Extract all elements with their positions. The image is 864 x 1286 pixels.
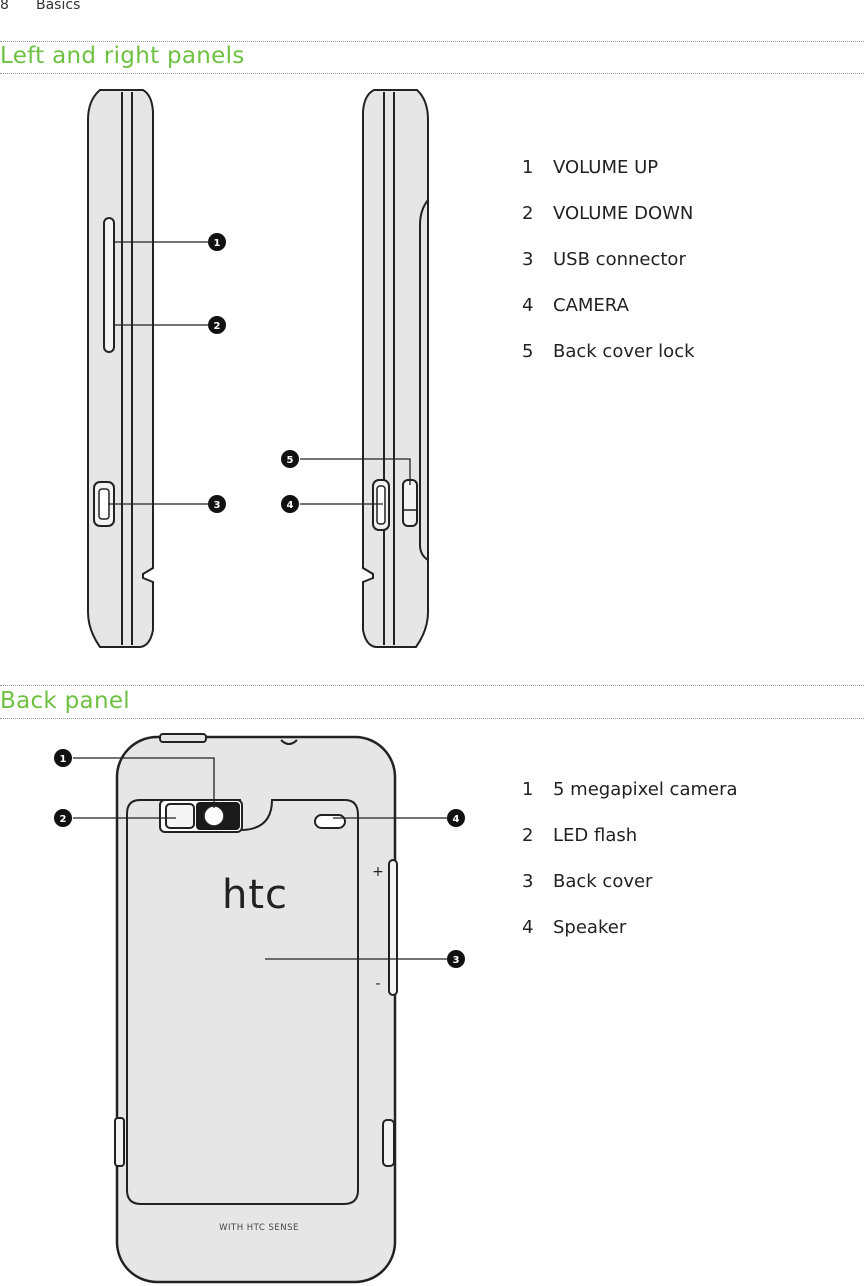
svg-text:3: 3 xyxy=(453,955,460,966)
volume-minus-mark: - xyxy=(375,976,380,992)
legend-item: 4 CAMERA xyxy=(522,295,695,341)
volume-rocker xyxy=(388,859,398,996)
legend-label: LED flash xyxy=(553,825,638,846)
svg-text:2: 2 xyxy=(214,321,221,332)
callout-marker-1: 1 xyxy=(208,233,226,251)
callout-marker-1: 1 xyxy=(54,749,72,767)
usb-connector xyxy=(114,1117,125,1167)
legend-label: VOLUME DOWN xyxy=(553,203,694,224)
svg-text:3: 3 xyxy=(214,500,221,511)
legend-item: 1 5 megapixel camera xyxy=(522,779,738,825)
legend-item: 4 Speaker xyxy=(522,917,738,963)
volume-rocker xyxy=(103,217,115,353)
callout-marker-2: 2 xyxy=(208,316,226,334)
legend-item: 3 USB connector xyxy=(522,249,695,295)
svg-text:1: 1 xyxy=(60,754,67,765)
back-caption: WITH HTC SENSE xyxy=(219,1223,299,1233)
callout-marker-3: 3 xyxy=(208,495,226,513)
side-panels-legend: 1 VOLUME UP 2 VOLUME DOWN 3 USB connector 4… xyxy=(522,157,695,387)
svg-text:1: 1 xyxy=(214,238,221,249)
legend-item: 3 Back cover xyxy=(522,871,738,917)
speaker xyxy=(314,814,346,829)
section-title-side-panels: Left and right panels xyxy=(0,43,245,69)
legend-label: 5 megapixel camera xyxy=(553,779,738,800)
legend-number: 4 xyxy=(522,917,534,938)
legend-label: CAMERA xyxy=(553,295,629,316)
divider xyxy=(0,41,864,42)
svg-text:5: 5 xyxy=(287,455,294,466)
legend-number: 4 xyxy=(522,295,534,316)
back-cover xyxy=(126,799,359,1205)
legend-item: 2 LED flash xyxy=(522,825,738,871)
divider xyxy=(0,718,864,719)
back-cover-lock xyxy=(402,479,418,527)
legend-item: 1 VOLUME UP xyxy=(522,157,695,203)
legend-number: 3 xyxy=(522,871,534,892)
camera-button xyxy=(382,1119,395,1167)
legend-item: 2 VOLUME DOWN xyxy=(522,203,695,249)
svg-text:4: 4 xyxy=(287,500,294,511)
legend-label: Speaker xyxy=(553,917,627,938)
back-panel-legend: 1 5 megapixel camera 2 LED flash 3 Back cov… xyxy=(522,779,738,963)
side-panels-illustration: 1 2 3 5 4 xyxy=(87,89,429,648)
section-title-back-panel: Back panel xyxy=(0,688,130,714)
legend-number: 3 xyxy=(522,249,534,270)
page-header: 8 Basics xyxy=(0,0,80,13)
legend-label: Back cover lock xyxy=(553,341,695,362)
legend-number: 1 xyxy=(522,157,534,178)
callout-marker-2: 2 xyxy=(54,809,72,827)
legend-number: 1 xyxy=(522,779,534,800)
callout-marker-4: 4 xyxy=(447,809,465,827)
callout-marker-5: 5 xyxy=(281,450,299,468)
divider xyxy=(0,685,864,686)
camera-lens xyxy=(203,805,225,827)
led-flash xyxy=(165,803,195,829)
svg-text:2: 2 xyxy=(60,814,67,825)
back-panel-illustration: + - htc WITH HTC SENSE 1 2 4 3 xyxy=(54,733,465,1284)
legend-label: VOLUME UP xyxy=(553,157,659,178)
callout-marker-4: 4 xyxy=(281,495,299,513)
svg-text:4: 4 xyxy=(453,814,460,825)
volume-plus-mark: + xyxy=(372,864,384,880)
legend-number: 2 xyxy=(522,203,534,224)
legend-item: 5 Back cover lock xyxy=(522,341,695,387)
right-side-body xyxy=(362,89,429,648)
page-number: 8 xyxy=(0,0,9,13)
divider xyxy=(0,73,864,74)
legend-label: Back cover xyxy=(553,871,653,892)
legend-label: USB connector xyxy=(553,249,686,270)
left-side-body xyxy=(87,89,154,648)
chapter-title: Basics xyxy=(36,0,81,13)
legend-number: 5 xyxy=(522,341,534,362)
htc-logo: htc xyxy=(222,872,288,918)
callout-marker-3: 3 xyxy=(447,950,465,968)
legend-number: 2 xyxy=(522,825,534,846)
